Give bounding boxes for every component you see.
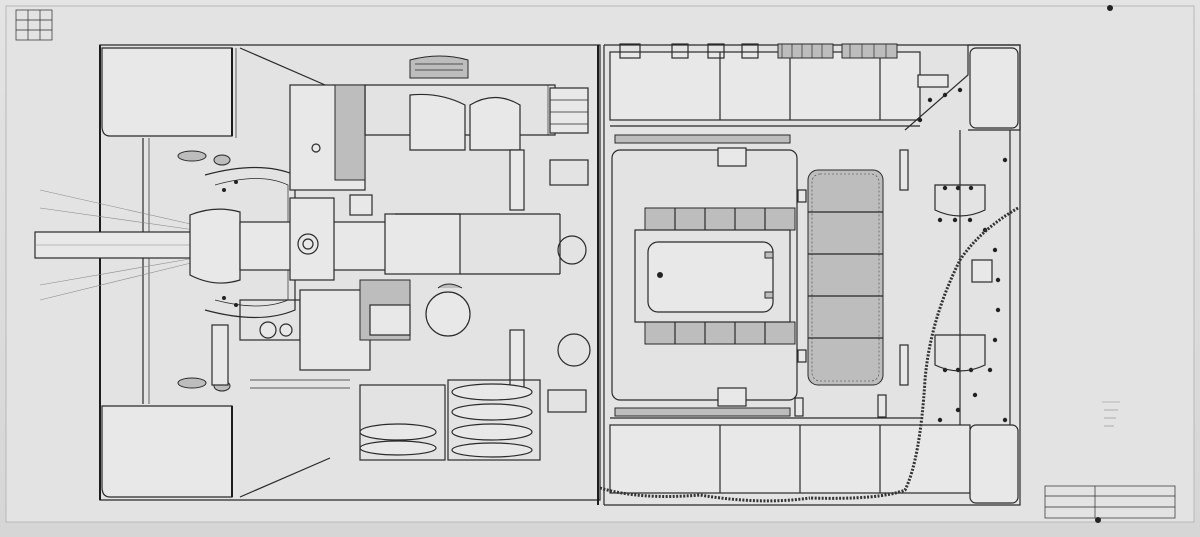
elevation-lines [39, 189, 196, 301]
side-notes [1102, 401, 1120, 427]
tow-hook-top [177, 150, 231, 166]
gun-breech [239, 197, 561, 281]
mesh-panel-icon [807, 169, 884, 386]
engine-compartment [599, 43, 1021, 506]
seat-pedestal [349, 194, 373, 216]
gun-barrel [34, 231, 206, 259]
support-column-bottom [509, 329, 525, 391]
track-fender-bottom [101, 405, 233, 498]
title-block [1044, 485, 1176, 519]
front-hull-section [34, 44, 601, 501]
track-fender-top [101, 47, 233, 137]
rear-plate-top [969, 47, 1019, 129]
cable-run [809, 206, 1019, 500]
grid-stamp-icon [15, 9, 53, 41]
fuel-tank-top [609, 51, 921, 121]
hatch-top [409, 55, 469, 79]
rear-plate-bottom [969, 424, 1019, 504]
ammo-rack [359, 379, 541, 461]
periscope-housing [409, 93, 466, 151]
pinhole-bottom [1095, 517, 1101, 523]
engine-block [611, 149, 798, 401]
fuel-tank-bottom [609, 424, 971, 494]
control-cluster [239, 279, 411, 389]
turret-ring-bearing [425, 291, 471, 337]
engine-access-hatch [647, 241, 774, 313]
driver-compartment [289, 55, 589, 191]
vent-grille-top [619, 43, 898, 59]
pinhole-top [1107, 5, 1113, 11]
support-column-top [509, 149, 525, 211]
cooling-fins [614, 134, 796, 417]
